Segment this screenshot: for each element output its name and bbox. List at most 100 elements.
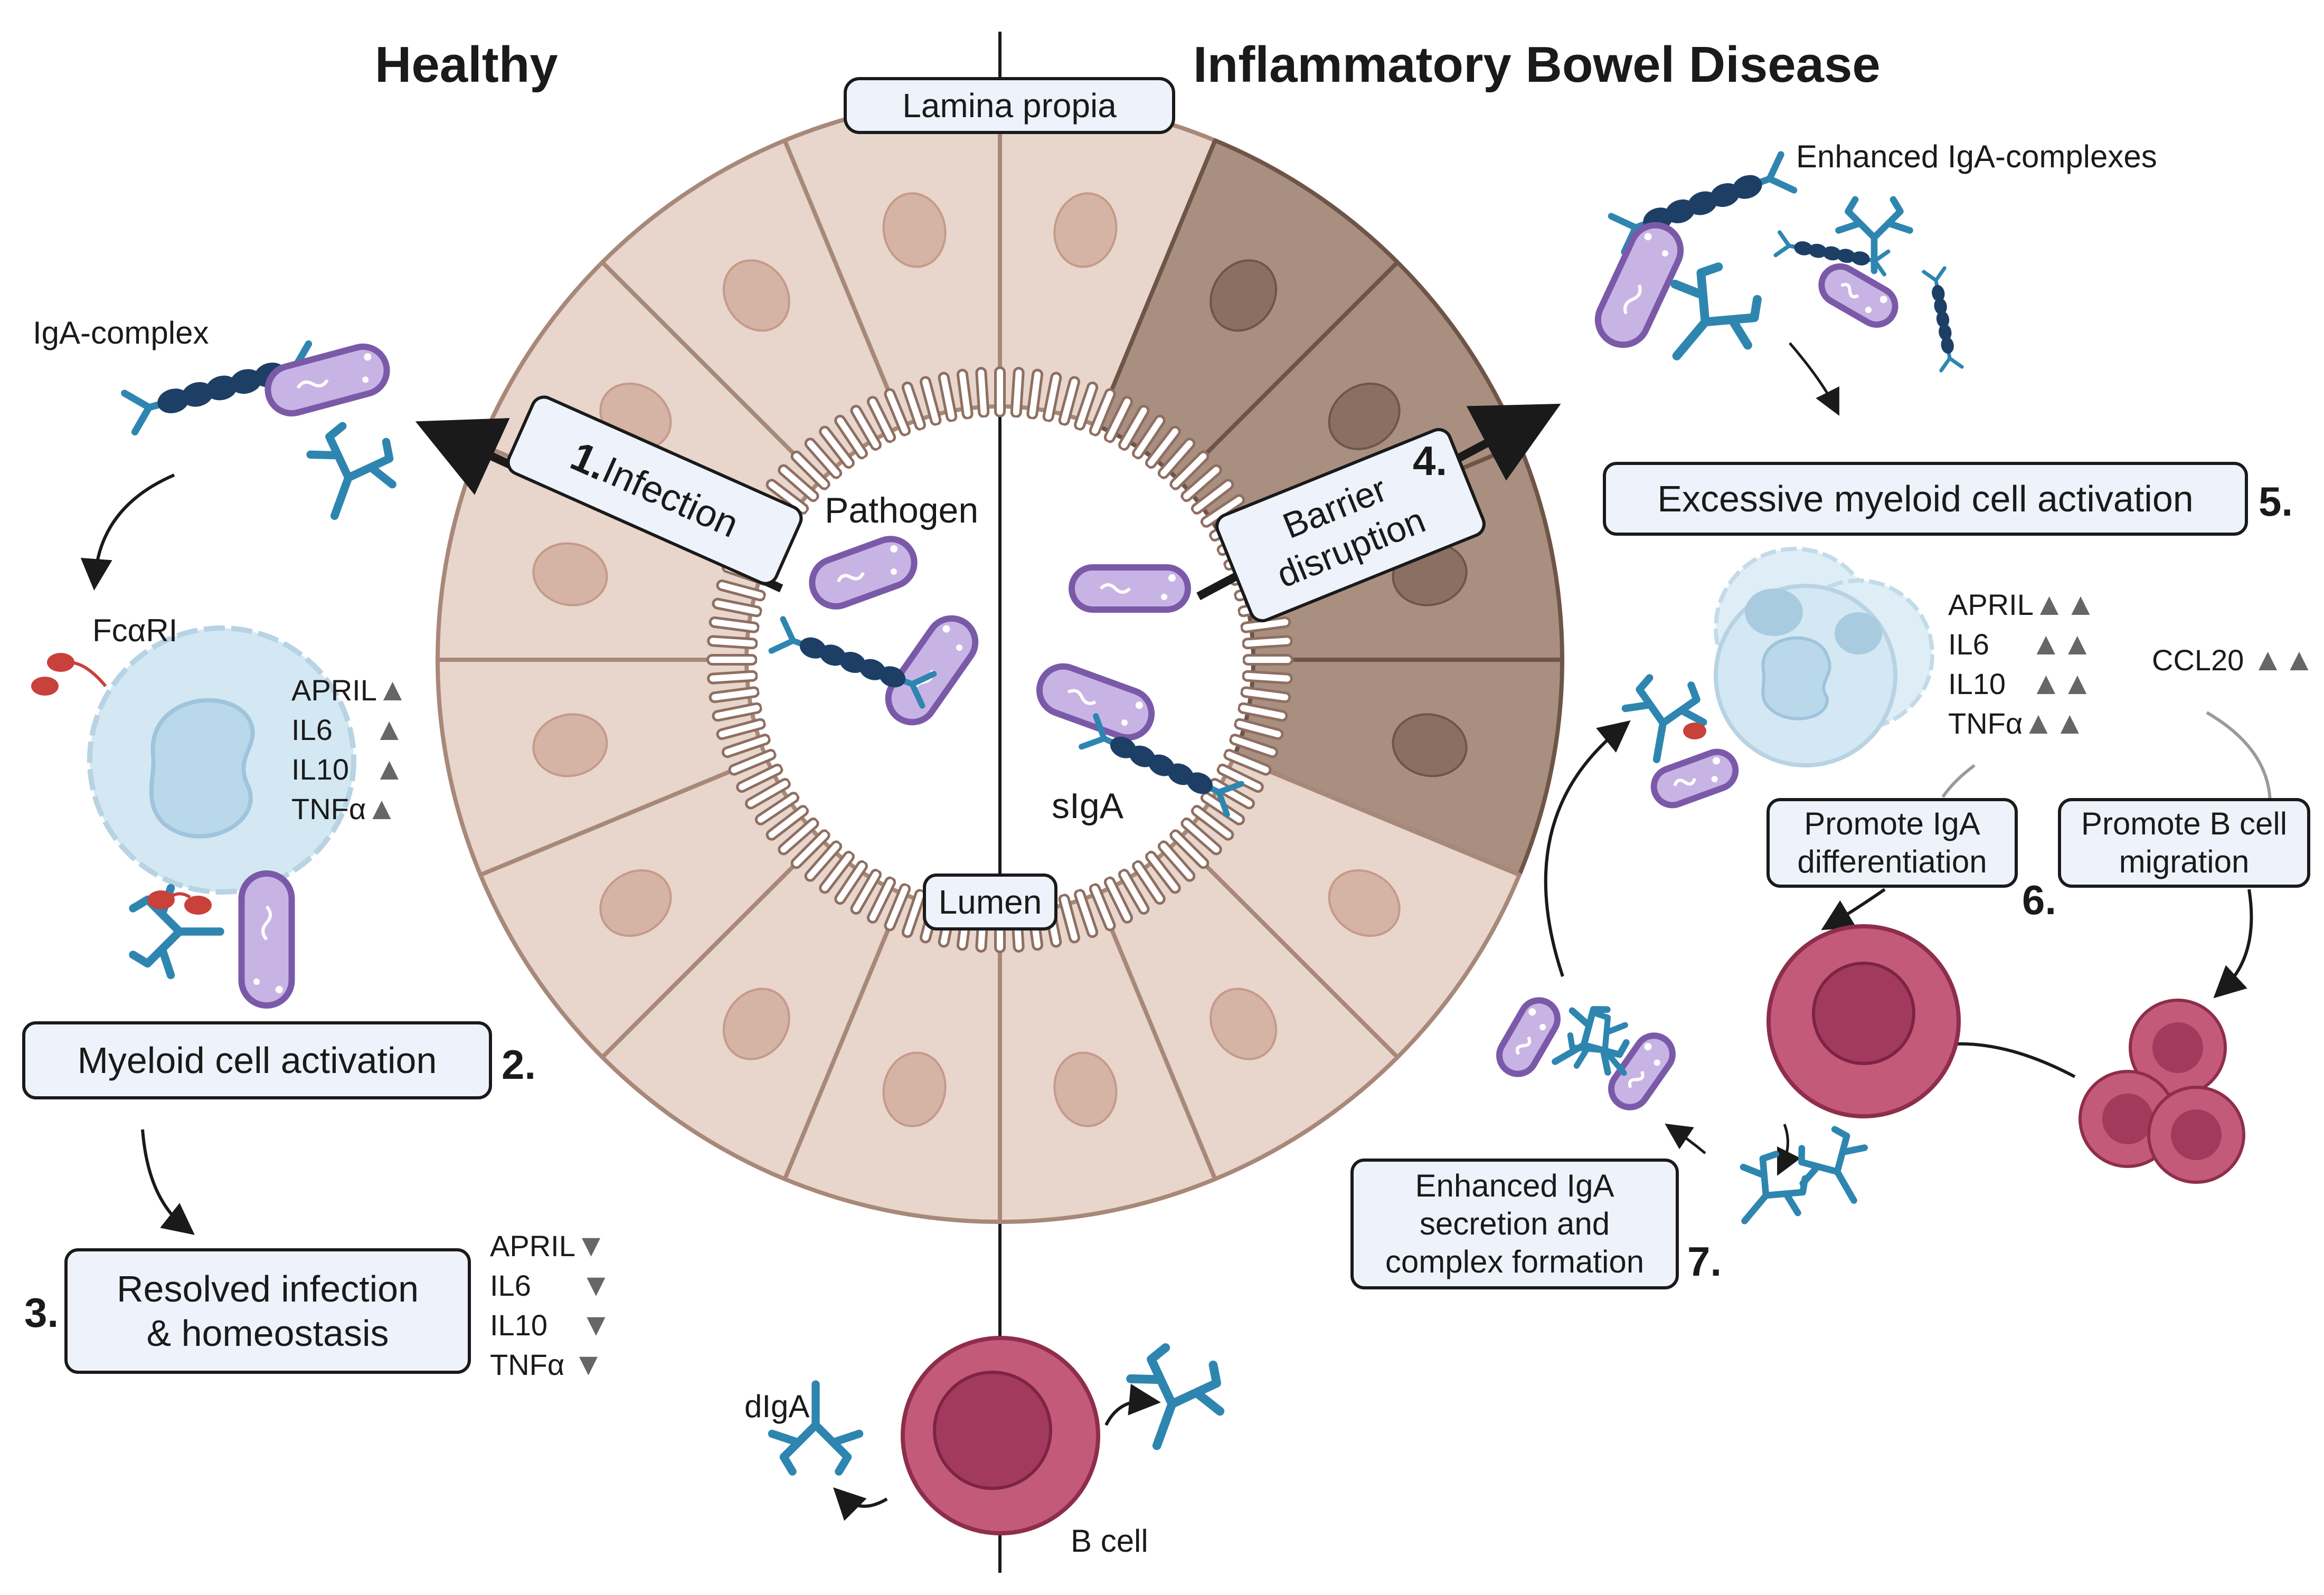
villus-inner (869, 879, 894, 921)
villus-inner (869, 398, 894, 441)
iga-complex-label: IgA-complex (33, 315, 209, 350)
villus-inner (1242, 689, 1289, 701)
lamina-propia-box: Lamina propia (844, 77, 1175, 134)
step-4-number: 4. (1413, 438, 1448, 484)
antibody-icon (1835, 196, 1913, 274)
cell-nucleus (882, 192, 947, 268)
cytokine-name: APRIL (1948, 588, 2034, 621)
villus-inner (1160, 843, 1193, 879)
cytokine-name: APRIL (490, 1229, 575, 1262)
villus-inner (1193, 808, 1232, 838)
bacterium-icon (1036, 663, 1155, 741)
villus-inner (724, 736, 768, 756)
villus-inner (757, 794, 797, 823)
arrow-loop-to-myeloid (1544, 720, 1631, 977)
down-arrow-icon: ▼ (572, 1346, 604, 1382)
cytokine-row: APRIL▲▲ (1948, 586, 2096, 622)
cytokine-name: IL10 (291, 753, 349, 786)
cytokine-row: IL10 ▲ (291, 751, 408, 787)
villus-inner (1121, 871, 1147, 912)
villus-inner (1242, 619, 1289, 631)
villus-inner (922, 378, 939, 424)
up-arrow-icon: ▲ (2283, 642, 2315, 677)
villus-inner (719, 582, 764, 599)
villus-inner (714, 600, 760, 615)
antibody-icon (1740, 1151, 1809, 1224)
up-arrow-icon: ▲ (366, 791, 398, 826)
antibody-icon (1621, 674, 1707, 763)
villus-inner (1183, 820, 1220, 853)
cell-nucleus (1053, 1051, 1118, 1127)
villus-inner (793, 832, 828, 867)
step-2-number: 2. (502, 1041, 536, 1088)
arrow-to-bcell-cluster (2213, 889, 2253, 999)
villus-inner (1193, 481, 1232, 512)
villus-inner (1232, 736, 1276, 756)
receptor-icon (184, 896, 212, 915)
up-arrow-icon: ▲ (2065, 586, 2096, 622)
villus-inner (1183, 467, 1220, 500)
bacterium-icon (238, 870, 295, 1009)
antibodies-and-bacteria (121, 151, 1964, 1476)
lumen-box: Lumen (923, 874, 1057, 931)
villus-inner (821, 853, 852, 891)
up-arrow-icon: ▲ (2062, 666, 2093, 701)
healthy-up-cytokines: APRIL▲ IL6 ▲ IL10 ▲ TNFα▲ (291, 671, 408, 827)
step-6-number: 6. (2022, 877, 2057, 923)
villus-inner (719, 720, 764, 738)
bacterium-icon (1069, 564, 1191, 613)
villus-inner (837, 417, 865, 457)
villus-inner (748, 781, 788, 807)
antibody-icon (306, 422, 396, 520)
villus-inner (1135, 862, 1163, 903)
villus-inner (1172, 453, 1207, 488)
villus-inner (710, 638, 756, 647)
cytokine-name: TNFα (291, 792, 366, 825)
villus-inner (1236, 720, 1281, 738)
cell-nucleus (1053, 192, 1118, 268)
down-arrow-icon: ▼ (575, 1228, 607, 1263)
promote-b-box: Promote B cell migration (2058, 798, 2310, 888)
arrow-activation-to-resolved (141, 1129, 195, 1235)
up-arrow-icon: ▲ (2030, 626, 2062, 661)
up-arrow-icon: ▲ (2023, 705, 2054, 740)
villus-inner (1148, 428, 1178, 467)
cytokine-name: IL6 (490, 1269, 531, 1302)
cytokine-row: TNFα▲▲ (1948, 705, 2096, 741)
fcari-label: FcαRI (92, 613, 178, 648)
step-7-number: 7. (1687, 1238, 1722, 1285)
cytokine-row: IL10 ▲▲ (1948, 665, 2096, 701)
heading-healthy: Healthy (375, 36, 558, 93)
villus-inner (1219, 766, 1261, 791)
arrow-to-enhanced-secretion (1665, 1123, 1706, 1154)
villus-inner (1091, 886, 1113, 929)
diga-label: dIgA (744, 1389, 810, 1424)
arrow-cytokines-to-promote (1941, 764, 1976, 798)
cell-nucleus (532, 542, 608, 606)
bacterium-icon (809, 536, 918, 610)
up-arrow-icon: ▲ (2030, 666, 2062, 701)
villus-inner (1203, 497, 1243, 525)
cytokine-row: IL6 ▲ (291, 711, 408, 747)
cytokine-row: IL6 ▼ (490, 1267, 612, 1303)
villus-inner (739, 766, 781, 791)
b-cell-label: B cell (1071, 1523, 1148, 1559)
villus-inner (1172, 832, 1207, 867)
cell-nucleus (882, 1051, 947, 1127)
step-3-number: 3. (24, 1289, 59, 1336)
cell-nucleus (1392, 713, 1468, 777)
heading-ibd: Inflammatory Bowel Disease (1193, 36, 1881, 93)
villus-inner (1091, 391, 1113, 434)
arrow-bcell-to-diga (833, 1487, 888, 1521)
cell-nucleus (1328, 869, 1401, 937)
villus-inner (710, 672, 756, 682)
excessive-activation-box: Excessive myeloid cell activation (1603, 462, 2248, 536)
cytokine-name: TNFα (490, 1348, 565, 1381)
cell-nucleus (1210, 988, 1278, 1060)
up-arrow-icon: ▲ (373, 751, 405, 786)
cytokine-row: IL10 ▼ (490, 1306, 612, 1343)
cell-nucleus (722, 259, 790, 332)
villus-inner (807, 440, 840, 477)
cell-nucleus (722, 988, 790, 1060)
plasma-cell-large (1766, 924, 1961, 1118)
